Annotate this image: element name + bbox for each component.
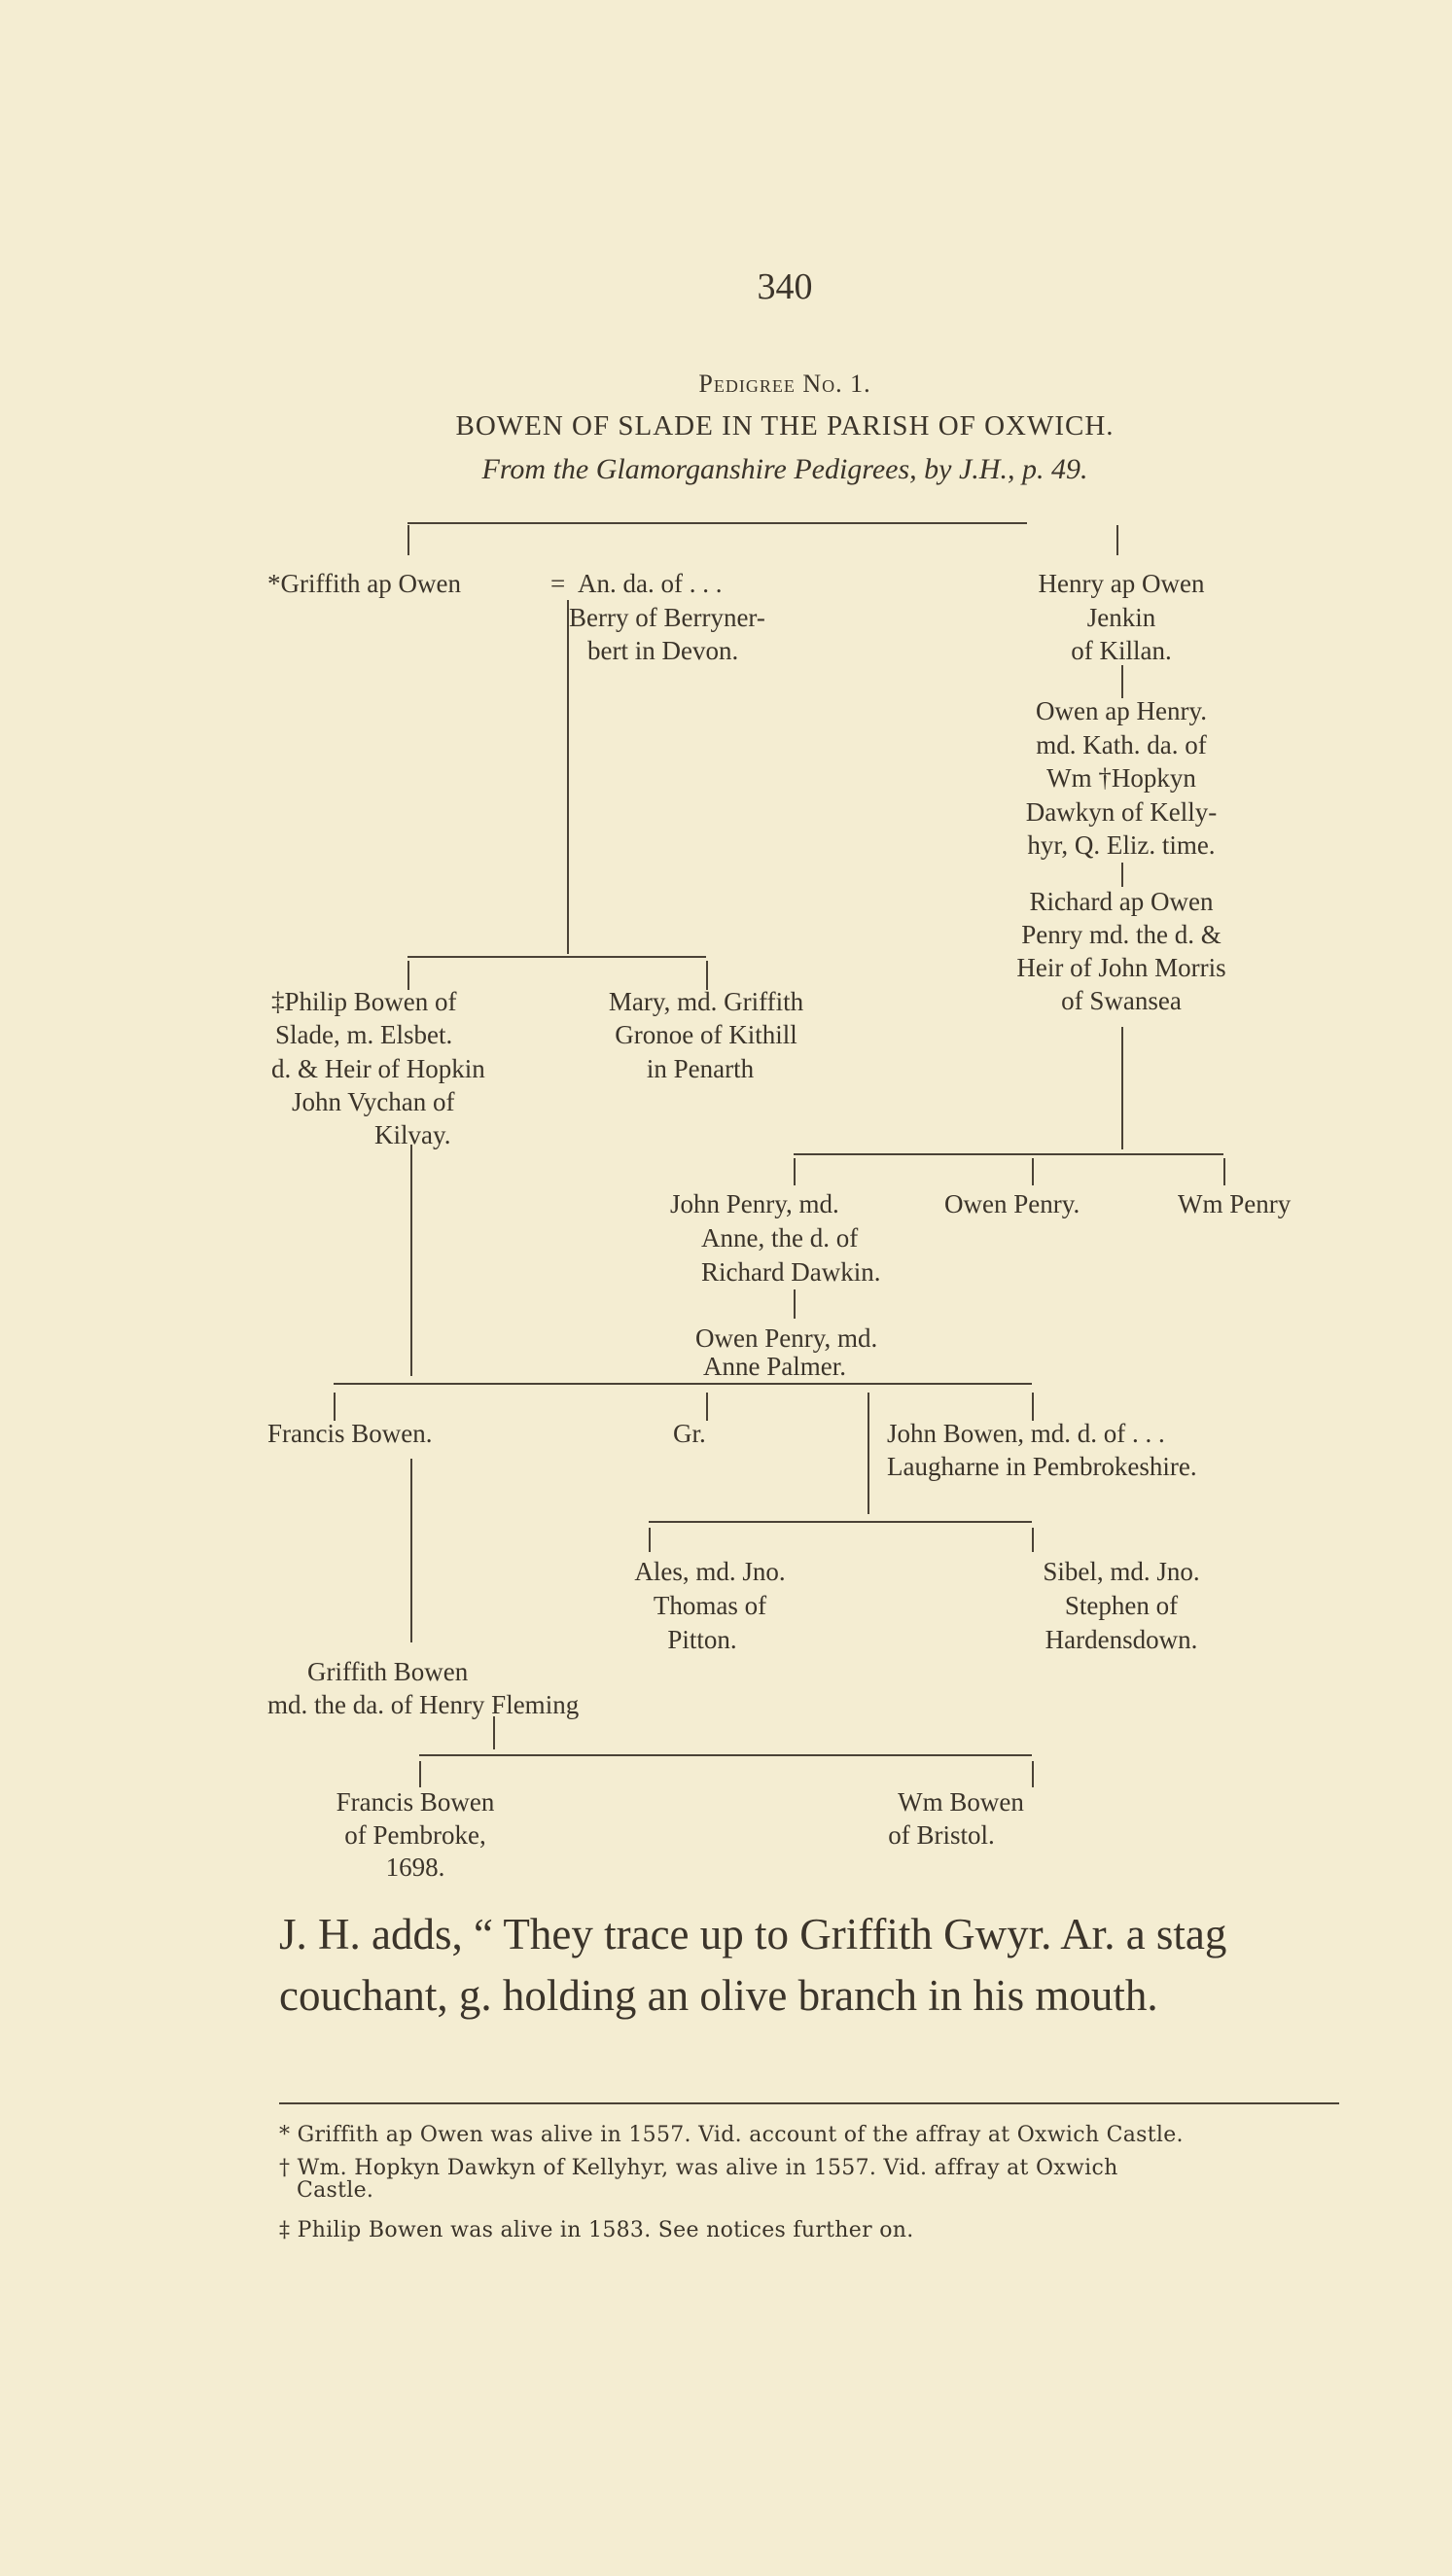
text-line: Kilvay.	[374, 1120, 451, 1149]
text-line: Pitton.	[667, 1625, 737, 1654]
text-line: ‡Philip Bowen of	[271, 987, 457, 1016]
text-line: John Bowen, md. d. of . . .	[887, 1419, 1165, 1448]
person-francis-bowen: Francis Bowen.	[267, 1419, 433, 1448]
text-line: Stephen of	[1064, 1591, 1179, 1620]
footnote-1: * Griffith ap Owen was alive in 1557. Vi…	[279, 2123, 1184, 2147]
text-line: Owen ap Henry.	[1036, 696, 1207, 725]
text-line: Anne, the d. of	[701, 1223, 859, 1253]
text-line: Henry ap Owen	[1038, 569, 1205, 598]
text-line: Hardensdown.	[1045, 1625, 1198, 1654]
text-line: Francis Bowen	[336, 1787, 495, 1817]
footnote-rule	[279, 2102, 1339, 2104]
footnote-2: † Wm. Hopkyn Dawkyn of Kellyhyr, was ali…	[279, 2156, 1118, 2180]
text-line: Ales, md. Jno.	[634, 1557, 786, 1586]
text-line: d. & Heir of Hopkin	[271, 1054, 485, 1083]
text-line: John Vychan of	[292, 1087, 455, 1116]
person-wm-penry: Wm Penry	[1178, 1189, 1292, 1218]
text-line: in Penarth	[646, 1054, 755, 1083]
person-owen-penry: Owen Penry.	[944, 1189, 1080, 1218]
person-griffith-ap-owen: *Griffith ap Owen	[267, 569, 461, 598]
footnote-3: ‡ Philip Bowen was alive in 1583. See no…	[279, 2218, 914, 2242]
marriage-sign: =	[550, 569, 566, 598]
text-line: bert in Devon.	[587, 636, 739, 665]
text-line: Wm Bowen	[898, 1787, 1024, 1817]
text-line: Berry of Berryner-	[569, 603, 765, 632]
text-line: md. the da. of Henry Fleming	[267, 1690, 580, 1719]
text-line: of Killan.	[1071, 636, 1172, 665]
person-gr: Gr.	[673, 1419, 706, 1448]
text-line: of Swansea	[1061, 986, 1182, 1015]
text-line: Laugharne in Pembrokeshire.	[887, 1452, 1197, 1481]
text-line: Heir of John Morris	[1016, 953, 1226, 982]
text-line: John Penry, md.	[670, 1189, 839, 1218]
page-number: 340	[757, 266, 813, 307]
text-line: Richard ap Owen	[1029, 887, 1214, 916]
body-paragraph: J. H. adds, “ They trace up to Griffith …	[279, 1910, 1227, 2020]
text-line: 1698.	[385, 1853, 445, 1882]
text-line: Richard Dawkin.	[701, 1257, 881, 1287]
source-citation: From the Glamorganshire Pedigrees, by J.…	[481, 453, 1088, 485]
text-line: Anne Palmer.	[703, 1352, 846, 1381]
text-line: Wm †Hopkyn	[1046, 763, 1196, 793]
text-line: Griffith Bowen	[307, 1657, 469, 1686]
text-line: Jenkin	[1086, 603, 1156, 632]
text-line: of Pembroke,	[344, 1820, 486, 1850]
text-line: Thomas of	[653, 1591, 767, 1620]
text-line: Dawkyn of Kelly-	[1025, 797, 1218, 827]
text-line: Gronoe of Kithill	[615, 1020, 797, 1049]
text-line: hyr, Q. Eliz. time.	[1027, 830, 1216, 860]
footnote-2-cont: Castle.	[297, 2178, 374, 2203]
pedigree-label: Pedigree No. 1.	[698, 370, 871, 398]
text-line: Slade, m. Elsbet.	[275, 1020, 453, 1049]
text-line: An. da. of . . .	[578, 569, 723, 598]
text-line: md. Kath. da. of	[1036, 730, 1207, 759]
text-line: of Bristol.	[888, 1820, 995, 1850]
page-title: BOWEN OF SLADE IN THE PARISH OF OXWICH.	[455, 410, 1115, 441]
text-line: Owen Penry, md.	[695, 1323, 878, 1353]
text-line: Sibel, md. Jno.	[1043, 1557, 1200, 1586]
text-line: Mary, md. Griffith	[608, 987, 804, 1016]
text-line: Penry md. the d. &	[1021, 920, 1222, 949]
